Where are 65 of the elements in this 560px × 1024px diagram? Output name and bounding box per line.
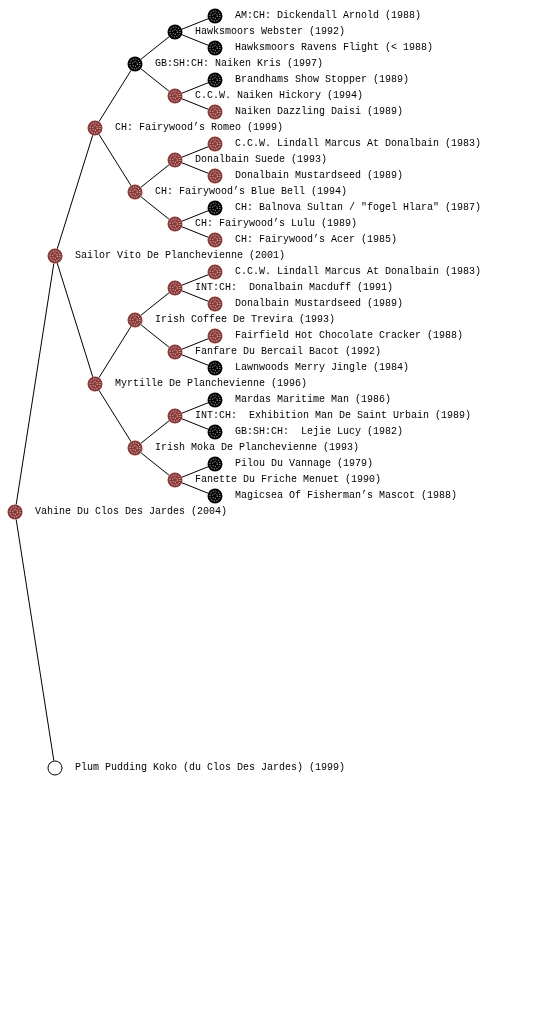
connector-line	[140, 452, 170, 476]
connector-line	[181, 418, 209, 430]
name-label: Lawnwoods Merry Jingle (1984)	[235, 362, 410, 374]
name-label: Donalbain Mustardseed (1989)	[235, 170, 404, 182]
connector-line	[98, 389, 132, 443]
name-label: Hawksmoors Webster (1992)	[195, 26, 346, 38]
connector-line	[181, 290, 209, 302]
connector-line	[140, 36, 170, 60]
connector-line	[140, 164, 170, 188]
connector-line	[181, 482, 209, 494]
name-label: C.C.W. Lindall Marcus At Donalbain (1983)	[235, 138, 482, 150]
connector-line	[140, 420, 170, 444]
name-label: C.C.W. Naiken Hickory (1994)	[195, 90, 364, 102]
connector-line	[181, 402, 209, 414]
connector-line	[15, 262, 55, 506]
connector-line	[98, 69, 132, 123]
name-label: Fanette Du Friche Menuet (1990)	[195, 474, 382, 486]
name-label: Mardas Maritime Man (1986)	[235, 394, 392, 406]
name-label: Fanfare Du Bercail Bacot (1992)	[195, 346, 382, 358]
connector-line	[181, 18, 209, 30]
name-label: Naiken Dazzling Daisi (1989)	[235, 106, 404, 118]
name-label: Donalbain Mustardseed (1989)	[235, 298, 404, 310]
name-label: C.C.W. Lindall Marcus At Donalbain (1983)	[235, 266, 482, 278]
connector-line	[56, 134, 94, 250]
connector-line	[98, 325, 132, 379]
connector-line	[181, 274, 209, 286]
connector-line	[56, 262, 94, 378]
connector-line	[181, 82, 209, 94]
connector-line	[181, 34, 209, 46]
name-label: GB:SH:CH: Naiken Kris (1997)	[155, 58, 324, 70]
connector-line	[181, 354, 209, 366]
connector-line	[140, 324, 170, 348]
name-label: Irish Moka De Planchevienne (1993)	[155, 442, 360, 454]
name-label: AM:CH: Dickendall Arnold (1988)	[235, 10, 422, 22]
connector-line	[181, 162, 209, 174]
name-label: CH: Fairywood’s Lulu (1989)	[195, 218, 358, 230]
connector-line	[181, 226, 209, 238]
connector-line	[15, 518, 55, 762]
name-label: INT:CH: Exhibition Man De Saint Urbain (1989)	[195, 410, 472, 422]
name-label: CH: Balnova Sultan / "fogel Hlara" (1987)	[235, 202, 482, 214]
name-label: Brandhams Show Stopper (1989)	[235, 74, 410, 86]
name-label: Vahine Du Clos Des Jardes (2004)	[35, 506, 228, 518]
connector-line	[140, 292, 170, 316]
name-label: CH: Fairywood’s Acer (1985)	[235, 234, 398, 246]
name-label: Hawksmoors Ravens Flight (< 1988)	[235, 42, 434, 54]
connector-line	[98, 133, 132, 187]
connector-line	[140, 196, 170, 220]
name-label: CH: Fairywood’s Romeo (1999)	[115, 122, 284, 134]
name-label: GB:SH:CH: Lejie Lucy (1982)	[235, 426, 404, 438]
name-label: Sailor Vito De Planchevienne (2001)	[75, 250, 286, 262]
connector-line	[181, 210, 209, 222]
connector-line	[181, 338, 209, 350]
name-label: INT:CH: Donalbain Macduff (1991)	[195, 282, 394, 294]
name-label: Myrtille De Planchevienne (1996)	[115, 378, 308, 390]
connector-line	[181, 146, 209, 158]
name-label: Irish Coffee De Trevira (1993)	[155, 314, 336, 326]
connector-line	[140, 68, 170, 92]
connector-line	[181, 98, 209, 110]
name-label: Pilou Du Vannage (1979)	[235, 458, 374, 470]
name-label: Plum Pudding Koko (du Clos Des Jardes) (1999)	[75, 762, 346, 774]
connector-line	[181, 466, 209, 478]
name-label: Fairfield Hot Chocolate Cracker (1988)	[235, 330, 464, 342]
name-label: Donalbain Suede (1993)	[195, 154, 328, 166]
name-label: CH: Fairywood’s Blue Bell (1994)	[155, 186, 348, 198]
name-label: Magicsea Of Fisherman’s Mascot (1988)	[235, 490, 458, 502]
